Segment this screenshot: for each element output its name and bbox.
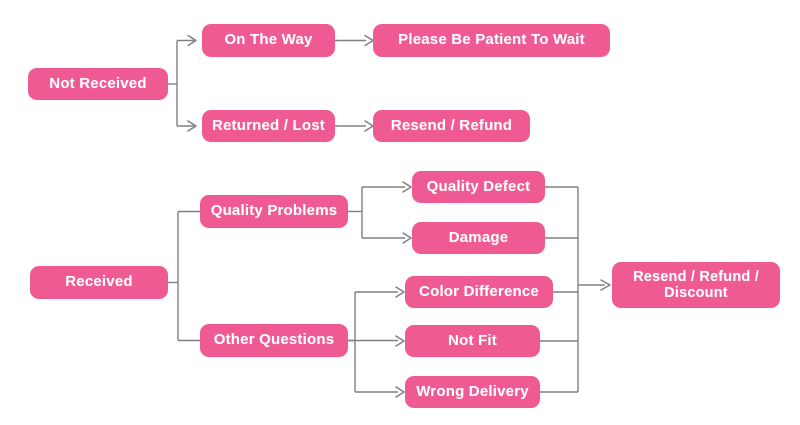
node-quality-problems-label: Quality Problems (210, 202, 338, 220)
node-resend-refund[interactable]: Resend / Refund (373, 110, 530, 142)
arrowhead-damage (402, 232, 412, 244)
node-resend-refund-discount-label-line2: Discount (664, 285, 728, 301)
arrowhead-patient-wait (364, 34, 374, 47)
arrowhead-not-fit (395, 335, 405, 347)
node-please-be-patient-to-wait-label: Please Be Patient To Wait (398, 31, 585, 49)
node-resend-refund-discount[interactable]: Resend / Refund / Discount (612, 262, 780, 308)
node-please-be-patient-to-wait[interactable]: Please Be Patient To Wait (373, 24, 610, 57)
arrowhead-wrong-delivery (395, 386, 405, 398)
arrowhead-color-difference (395, 286, 405, 298)
node-not-received[interactable]: Not Received (28, 68, 168, 100)
arrowhead-quality-defect (402, 181, 412, 193)
node-damage[interactable]: Damage (412, 222, 545, 254)
node-not-fit-label: Not Fit (448, 331, 497, 349)
node-color-difference[interactable]: Color Difference (405, 276, 553, 308)
node-returned-lost[interactable]: Returned / Lost (202, 110, 335, 142)
node-quality-problems[interactable]: Quality Problems (200, 195, 348, 228)
node-resend-refund-label: Resend / Refund (390, 116, 513, 134)
node-received-label: Received (65, 273, 133, 291)
node-other-questions-label: Other Questions (213, 331, 335, 349)
node-quality-defect-label: Quality Defect (426, 177, 531, 195)
node-quality-defect[interactable]: Quality Defect (412, 171, 545, 203)
node-resend-refund-discount-label-line1: Resend / Refund / (633, 268, 759, 285)
node-received[interactable]: Received (30, 266, 168, 299)
node-damage-label: Damage (448, 228, 509, 246)
node-wrong-delivery[interactable]: Wrong Delivery (405, 376, 540, 408)
node-not-fit[interactable]: Not Fit (405, 325, 540, 357)
node-not-received-label: Not Received (49, 74, 147, 92)
arrowhead-returned-lost (187, 120, 197, 132)
node-other-questions[interactable]: Other Questions (200, 324, 348, 357)
node-color-difference-label: Color Difference (419, 282, 539, 300)
node-on-the-way[interactable]: On The Way (202, 24, 335, 57)
node-on-the-way-label: On The Way (224, 31, 313, 49)
arrowhead-resend-refund (364, 120, 374, 132)
arrowhead-final-node (600, 279, 611, 291)
node-returned-lost-label: Returned / Lost (211, 116, 325, 134)
node-wrong-delivery-label: Wrong Delivery (416, 382, 529, 400)
arrowhead-on-the-way (187, 34, 197, 47)
